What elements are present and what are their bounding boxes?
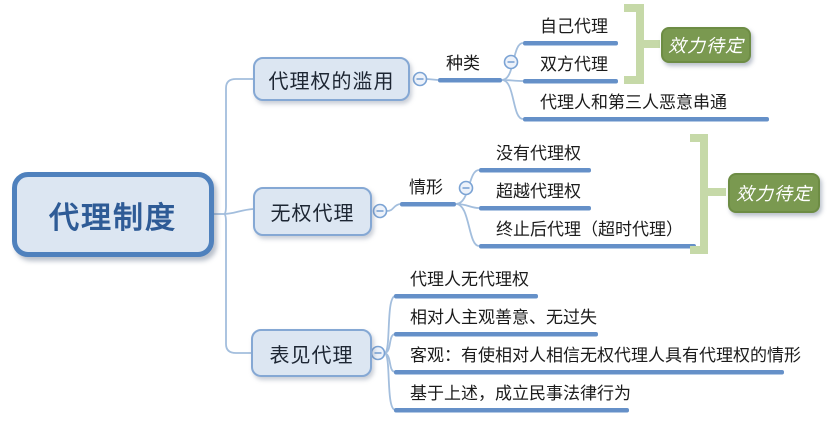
branch-node-unauthorized-agency[interactable]: 无权代理 <box>253 187 372 236</box>
topic-underline <box>394 332 598 337</box>
branch-node-apparent-agency[interactable]: 表见代理 <box>251 329 372 377</box>
topic-underline <box>479 206 591 211</box>
topic-underline <box>523 117 769 122</box>
result-badge-effect-pending[interactable]: 效力待定 <box>728 173 820 213</box>
topic-underline <box>438 78 502 83</box>
collapse-minus-icon[interactable] <box>370 345 386 361</box>
root-branch-connectors <box>214 42 524 411</box>
leaf-topic-civil-juristic-act-formed[interactable]: 基于上述，成立民事法律行为 <box>410 384 631 404</box>
grouping-bracket <box>624 4 644 84</box>
result-badge-effect-pending[interactable]: 效力待定 <box>661 27 751 63</box>
leaf-topic-counterparty-good-faith[interactable]: 相对人主观善意、无过失 <box>410 308 597 328</box>
collapse-minus-icon[interactable] <box>458 180 474 196</box>
leaf-topic-no-agency-power[interactable]: 没有代理权 <box>496 144 581 164</box>
topic-underline <box>400 202 456 207</box>
topic-underline <box>394 370 784 375</box>
grouping-brackets <box>624 4 726 254</box>
topic-underline <box>394 294 538 299</box>
topic-underline <box>523 41 618 46</box>
collapse-minus-icon[interactable] <box>503 54 519 70</box>
collapse-minus-icon[interactable] <box>372 203 388 219</box>
leaf-topic-agent-without-power[interactable]: 代理人无代理权 <box>410 270 529 290</box>
leaf-topic-agency-after-termination[interactable]: 终止后代理（超时代理） <box>496 220 683 240</box>
leaf-topic-self-dealing-agency[interactable]: 自己代理 <box>540 17 608 37</box>
collapse-buttons <box>370 54 519 361</box>
topic-underline <box>479 244 696 249</box>
leaf-topic-dual-agency[interactable]: 双方代理 <box>540 55 608 75</box>
group-label-kinds[interactable]: 种类 <box>446 54 480 74</box>
topic-underline-bars <box>394 41 784 413</box>
group-label-situations[interactable]: 情形 <box>409 178 443 198</box>
root-node-agency-system[interactable]: 代理制度 <box>12 172 214 257</box>
grouping-bracket <box>690 134 708 254</box>
leaf-topic-exceeding-agency-power[interactable]: 超越代理权 <box>496 182 581 202</box>
topic-underline <box>523 79 618 84</box>
topic-underline <box>479 168 591 173</box>
leaf-topic-malicious-collusion[interactable]: 代理人和第三人恶意串通 <box>540 93 727 113</box>
topic-underline <box>394 408 629 413</box>
leaf-topic-objective-appearance[interactable]: 客观：有使相对人相信无权代理人具有代理权的情形 <box>410 346 801 366</box>
collapse-minus-icon[interactable] <box>412 71 428 87</box>
branch-node-abuse-of-agency-power[interactable]: 代理权的滥用 <box>253 57 410 101</box>
